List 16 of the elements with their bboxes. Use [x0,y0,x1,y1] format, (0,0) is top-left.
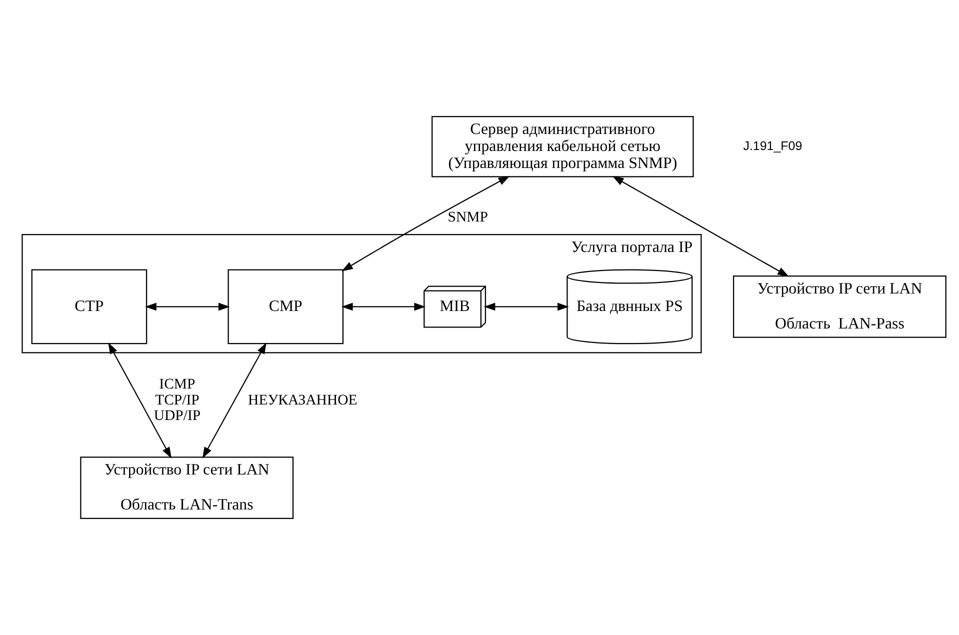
arrow [484,302,569,311]
arrow [342,176,510,272]
arrow [341,302,426,311]
arrow [612,176,789,277]
arrow [145,302,230,311]
edge-label: НЕУКАЗАННОЕ [248,392,358,408]
node-box: CTP [31,269,148,344]
node-box: Устройство IP сети LAN Область LAN-Trans [80,456,294,520]
label: J.191_F09 [743,138,802,153]
node-box: CMP [228,269,344,344]
arrow [108,342,172,459]
node-box: Устройство IP сети LAN Область LAN-Pass [732,276,946,338]
edge-label: ICMP TCP/IP UDP/IP [154,376,201,424]
arrow [202,342,266,459]
node-box: Сервер административного управления кабельной сетью (Управляющая программа SNMP) [432,116,694,178]
edge-label: SNMP [448,209,488,226]
